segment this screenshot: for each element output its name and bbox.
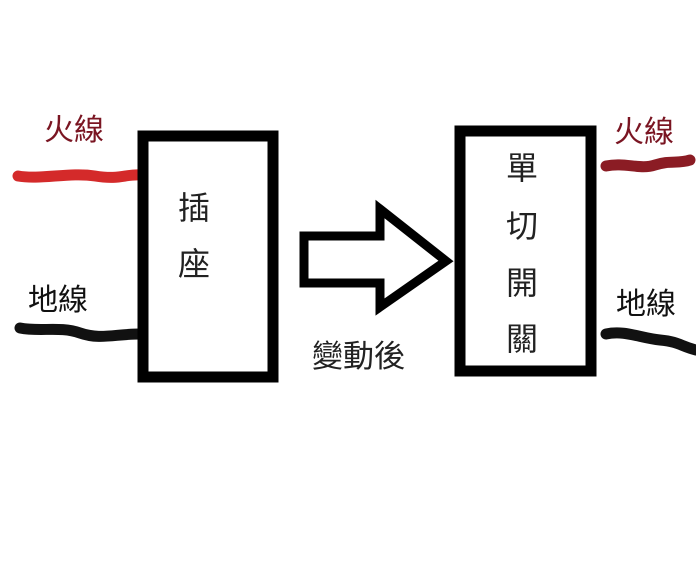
left-hot-label: 火線 (44, 113, 104, 148)
switch-char-3: 開 (505, 264, 538, 302)
left-hot-wire (12, 169, 146, 183)
socket-char-2: 座 (177, 245, 210, 283)
right-ground-wire (600, 327, 696, 356)
switch-char-4: 關 (505, 320, 538, 358)
socket-char-1: 插 (177, 189, 210, 227)
right-hot-label: 火線 (614, 115, 674, 150)
right-arrow-icon (299, 199, 454, 316)
socket-box (137, 130, 279, 383)
switch-box (454, 125, 597, 377)
right-hot-wire (600, 154, 696, 173)
left-ground-label: 地線 (28, 283, 88, 318)
right-ground-label: 地線 (616, 287, 676, 322)
switch-char-2: 切 (505, 207, 538, 245)
arrow-caption: 變動後 (312, 339, 405, 375)
switch-char-1: 單 (505, 149, 538, 187)
left-ground-wire (14, 322, 146, 342)
